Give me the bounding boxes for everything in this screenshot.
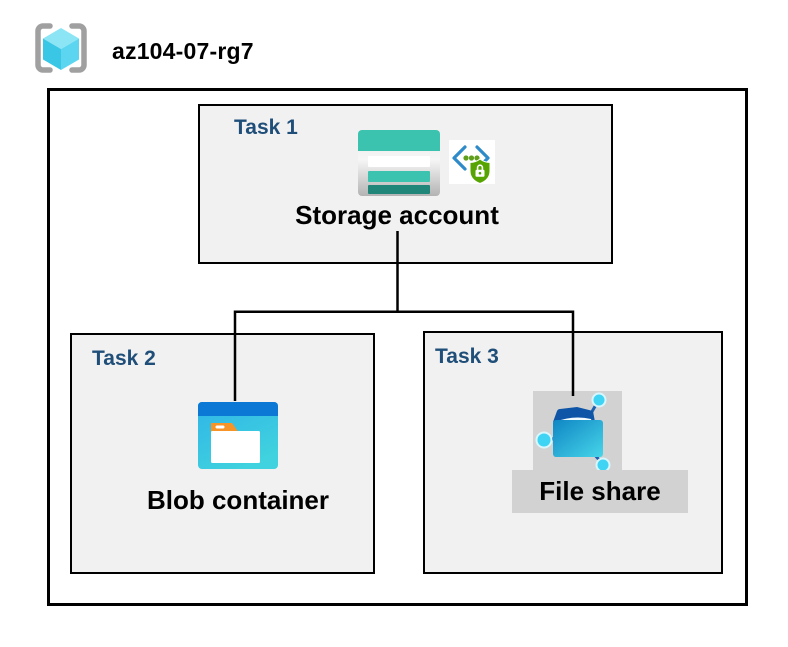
file-share-icon-background <box>533 391 622 473</box>
file-share-icon <box>535 392 611 473</box>
file-share-label-box: File share <box>512 470 688 513</box>
task-3-box: Task 3 <box>423 331 723 574</box>
task-1-label: Task 1 <box>234 116 298 139</box>
task-3-label: Task 3 <box>435 345 499 368</box>
task-2-box: Task 2 Blob container <box>70 333 375 574</box>
resource-group-title: az104-07-rg7 <box>112 38 254 64</box>
resource-group-icon <box>35 23 87 73</box>
storage-account-label: Storage account <box>295 200 499 230</box>
blob-container-icon <box>198 402 278 469</box>
task-2-label: Task 2 <box>92 347 156 370</box>
blob-container-label: Blob container <box>146 485 329 515</box>
secure-transfer-icon <box>449 140 495 184</box>
task-1-box: Task 1 <box>198 104 613 264</box>
storage-account-icon <box>358 130 440 196</box>
file-share-label: File share <box>539 476 661 506</box>
